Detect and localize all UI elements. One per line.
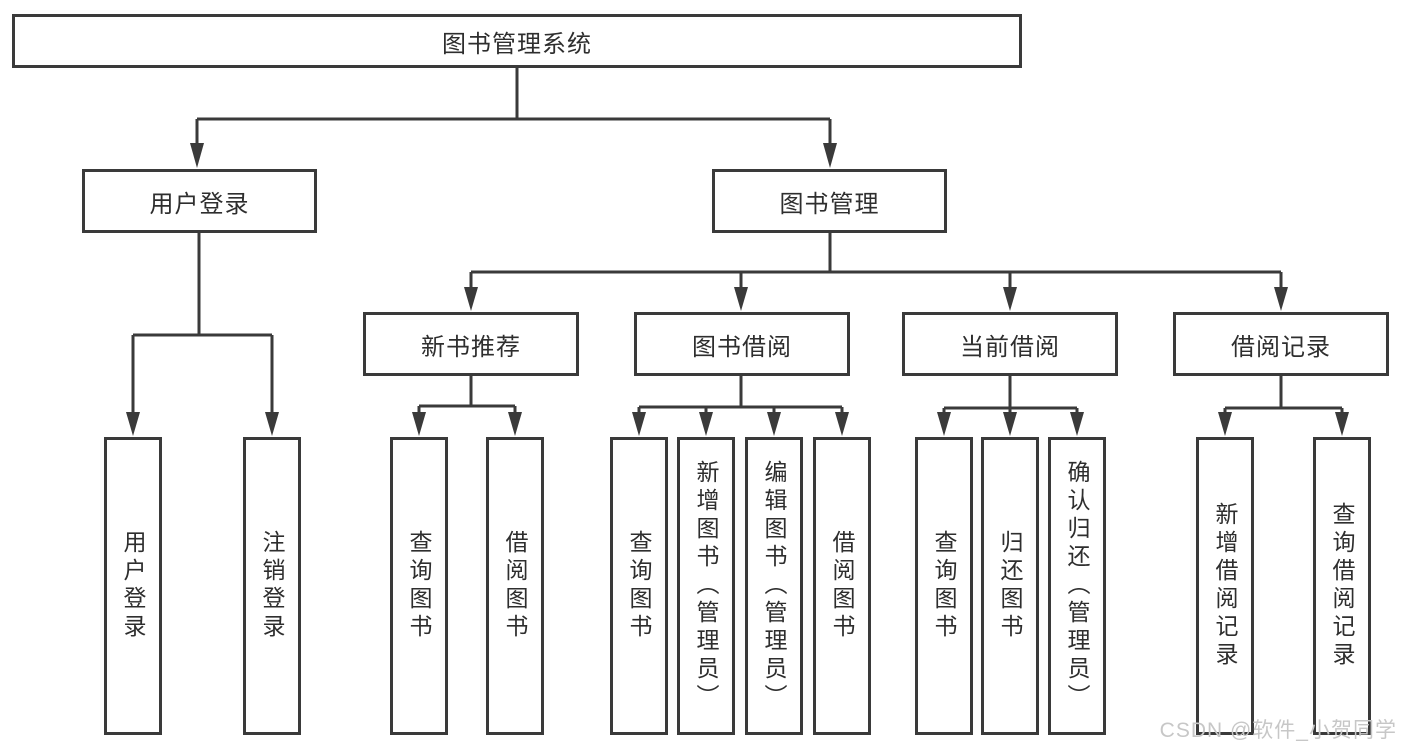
- leaf-label: 查询借阅记录: [1329, 502, 1355, 670]
- leaf-label: 借阅图书: [502, 530, 528, 642]
- leaf-label: 编辑图书（管理员）: [761, 460, 787, 712]
- leaf-label: 新增图书（管理员）: [693, 460, 719, 712]
- leaf-confirm-return-admin: 确认归还（管理员）: [1048, 437, 1106, 735]
- node-book-borrowing: 图书借阅: [634, 312, 850, 376]
- leaf-label: 确认归还（管理员）: [1064, 460, 1090, 712]
- node-borrowing-records: 借阅记录: [1173, 312, 1389, 376]
- leaf-label: 注销登录: [259, 530, 285, 642]
- leaf-label: 查询图书: [931, 530, 957, 642]
- leaf-user-login: 用户登录: [104, 437, 162, 735]
- node-current-borrowing: 当前借阅: [902, 312, 1118, 376]
- node-label: 图书管理系统: [442, 30, 592, 58]
- csdn-watermark: CSDN @软件_小贺同学: [1159, 719, 1397, 742]
- leaf-query-books-current: 查询图书: [915, 437, 973, 735]
- node-label: 图书借阅: [692, 333, 792, 361]
- leaf-label: 查询图书: [626, 530, 652, 642]
- leaf-edit-book-admin: 编辑图书（管理员）: [745, 437, 803, 735]
- node-label: 新书推荐: [421, 333, 521, 361]
- node-label: 用户登录: [149, 190, 250, 218]
- leaf-label: 新增借阅记录: [1212, 502, 1238, 670]
- leaf-query-books-borrowing: 查询图书: [610, 437, 668, 735]
- node-user-login: 用户登录: [82, 169, 317, 233]
- node-label: 当前借阅: [960, 333, 1060, 361]
- node-book-management: 图书管理: [712, 169, 947, 233]
- leaf-return-books: 归还图书: [981, 437, 1039, 735]
- node-label: 图书管理: [779, 190, 880, 218]
- leaf-label: 查询图书: [406, 530, 432, 642]
- leaf-label: 归还图书: [997, 530, 1023, 642]
- leaf-query-borrow-record: 查询借阅记录: [1313, 437, 1371, 735]
- node-system-root: 图书管理系统: [12, 14, 1022, 68]
- leaf-add-book-admin: 新增图书（管理员）: [677, 437, 735, 735]
- leaf-query-books-recommend: 查询图书: [390, 437, 448, 735]
- leaf-logout: 注销登录: [243, 437, 301, 735]
- leaf-borrow-books-recommend: 借阅图书: [486, 437, 544, 735]
- node-new-book-recommend: 新书推荐: [363, 312, 579, 376]
- leaf-label: 用户登录: [120, 530, 146, 642]
- leaf-borrow-books: 借阅图书: [813, 437, 871, 735]
- leaf-add-borrow-record: 新增借阅记录: [1196, 437, 1254, 735]
- leaf-label: 借阅图书: [829, 530, 855, 642]
- node-label: 借阅记录: [1231, 333, 1331, 361]
